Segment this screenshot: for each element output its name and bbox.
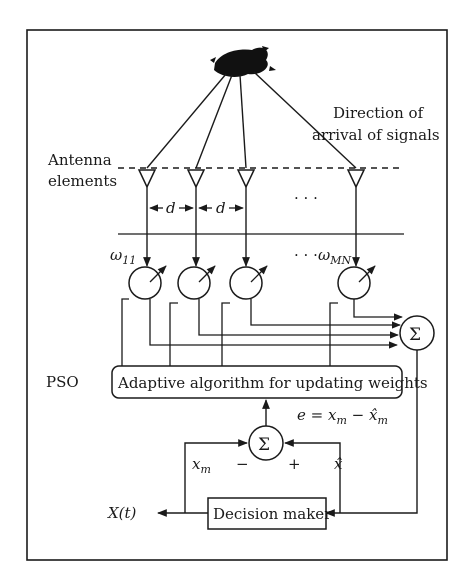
- weight-label-wmn: ωMN: [318, 246, 351, 267]
- sum-to-decision-line: [325, 350, 418, 517]
- antenna-label-line2: elements: [48, 172, 117, 190]
- xm-to-error-line: [184, 439, 248, 513]
- weight-circle-3: [229, 266, 263, 300]
- output-summation-symbol: Σ: [409, 325, 421, 345]
- xhat-label: x̂: [334, 455, 343, 473]
- weight-circle-1: [128, 266, 162, 300]
- minus-sign: −: [236, 455, 249, 473]
- weight-circle-4: [337, 266, 371, 300]
- incoming-signal-rays: [146, 71, 357, 169]
- error-summation-symbol: Σ: [258, 435, 270, 455]
- xhat-to-error-line: [284, 439, 341, 513]
- weight-circle-2: [177, 266, 211, 300]
- weight-output-lines: [149, 299, 403, 349]
- antenna-feed-lines: [143, 187, 360, 267]
- plus-sign: +: [288, 455, 301, 473]
- spacing-label-d1: d: [166, 199, 176, 217]
- weight-label-w11: ω11: [110, 246, 136, 267]
- weight-ellipsis: · · ·: [294, 246, 318, 264]
- antenna-ellipsis: · · ·: [294, 189, 318, 207]
- error-equation: e = xm − x̂m: [297, 406, 388, 427]
- xm-label: xm: [192, 455, 211, 476]
- pso-label: PSO: [46, 373, 79, 391]
- weight-control-lines: [121, 298, 338, 366]
- adaptive-algorithm-label: Adaptive algorithm for updating weights: [117, 374, 428, 392]
- antenna-triangle-1: [137, 169, 157, 189]
- outer-frame: [26, 29, 448, 561]
- weight-adjust-arrows: [149, 265, 376, 283]
- antenna-triangle-3: [236, 169, 256, 189]
- decision-maker-box: [207, 497, 327, 530]
- signal-source-blob: [210, 46, 276, 77]
- adaptive-algorithm-box: [111, 365, 403, 399]
- direction-label-line2: arrival of signals: [312, 126, 440, 144]
- antenna-label-line1: Antenna: [47, 151, 112, 169]
- antenna-triangle-2: [186, 169, 206, 189]
- spacing-label-d2: d: [216, 199, 226, 217]
- output-signal-label: X(t): [107, 504, 137, 522]
- weight-multipliers: [128, 266, 371, 300]
- antenna-triangle-4: [346, 169, 366, 189]
- error-summation-node: [248, 425, 284, 461]
- direction-label-line1: Direction of: [333, 104, 425, 122]
- decision-maker-label: Decision maker: [213, 505, 332, 523]
- antenna-elements: [137, 169, 366, 189]
